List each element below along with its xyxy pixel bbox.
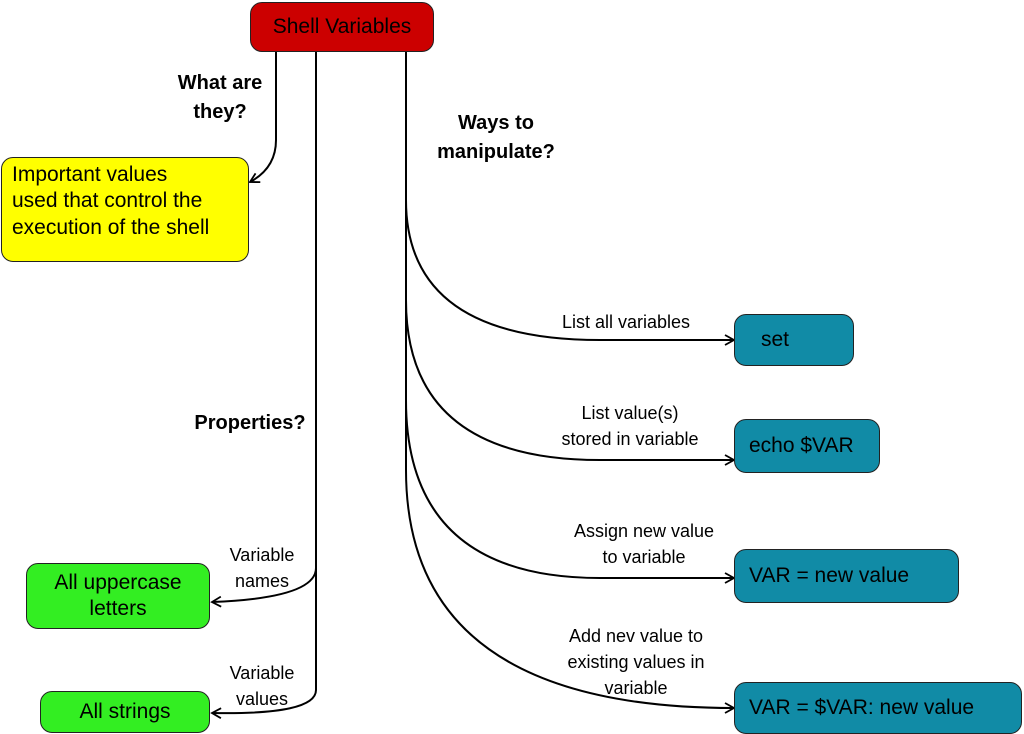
edge-variable-values xyxy=(210,52,317,719)
edge-label-add-value: Add nev value to existing values in vari… xyxy=(567,626,705,699)
command-node-set: set xyxy=(734,314,854,366)
edge-label-assign-value: Assign new value to variable xyxy=(573,521,715,568)
property-node-uppercase: All uppercase letters xyxy=(26,563,210,629)
edge-what-are-they xyxy=(248,52,277,184)
edge-add-value xyxy=(405,52,736,714)
command-node-assign: VAR = new value xyxy=(734,549,959,603)
edge-label-list-all-variables: List all variables xyxy=(561,312,691,332)
definition-node: Important values used that control the e… xyxy=(1,157,249,262)
question-what-are-they: What are they? xyxy=(177,72,263,123)
question-properties: Properties? xyxy=(194,412,306,434)
edge-label-list-values: List value(s) stored in variable xyxy=(561,403,699,450)
question-ways-to-manipulate: Ways to manipulate? xyxy=(437,112,555,163)
edge-list-all-variables xyxy=(405,52,736,346)
command-node-append: VAR = $VAR: new value xyxy=(734,682,1022,734)
edge-label-variable-values: Variable values xyxy=(229,663,295,710)
edge-variable-names xyxy=(210,52,317,608)
property-node-strings: All strings xyxy=(40,691,210,733)
root-node-shell-variables: Shell Variables xyxy=(250,2,434,52)
edge-label-variable-names: Variable names xyxy=(229,545,295,592)
command-node-echo-var: echo $VAR xyxy=(734,419,880,473)
edge-list-values xyxy=(405,52,736,466)
edge-assign-value xyxy=(405,52,736,584)
